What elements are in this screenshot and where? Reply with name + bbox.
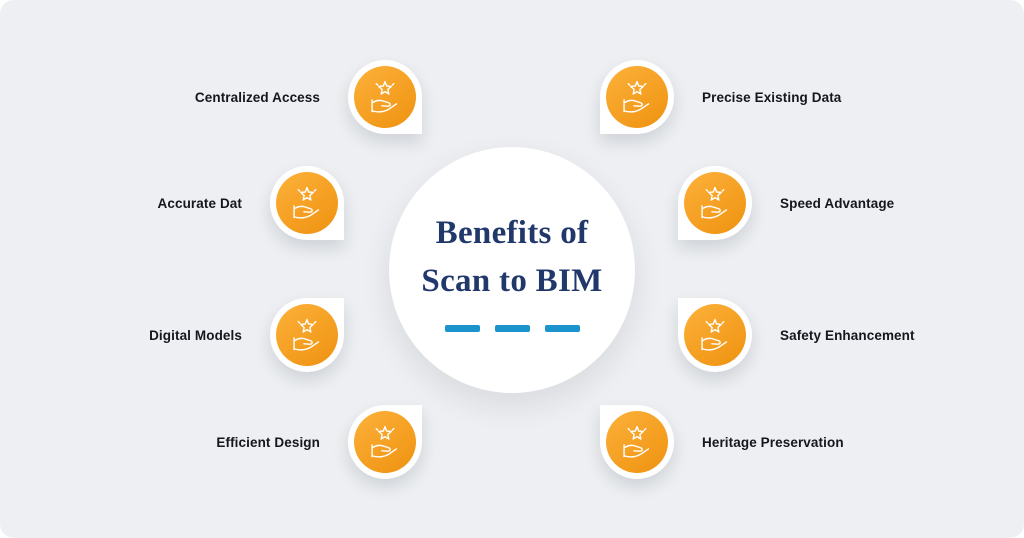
hand-star-icon: [276, 172, 338, 234]
benefit-label: Precise Existing Data: [702, 89, 842, 105]
hand-star-icon: [606, 66, 668, 128]
benefit-label: Heritage Preservation: [702, 434, 844, 450]
benefit-label: Speed Advantage: [780, 195, 895, 211]
benefit-item-safety-enhancement: Safety Enhancement: [678, 298, 915, 372]
benefit-item-heritage-preservation: Heritage Preservation: [600, 405, 844, 479]
benefit-icon-badge: [678, 298, 752, 372]
benefit-icon-badge: [678, 166, 752, 240]
benefit-label: Digital Models: [149, 327, 242, 343]
benefit-label: Accurate Dat: [157, 195, 242, 211]
benefit-icon-badge: [270, 298, 344, 372]
title-dash: [494, 324, 530, 332]
benefit-icon-badge: [348, 60, 422, 134]
hand-star-icon: [684, 172, 746, 234]
benefit-icon-badge: [270, 166, 344, 240]
page-title-line1: Benefits of: [435, 214, 589, 251]
benefit-item-precise-existing-data: Precise Existing Data: [600, 60, 841, 134]
benefit-item-efficient-design: Efficient Design: [216, 405, 422, 479]
hand-star-icon: [276, 304, 338, 366]
benefit-label: Efficient Design: [216, 434, 320, 450]
benefit-icon-badge: [600, 60, 674, 134]
hand-star-icon: [684, 304, 746, 366]
benefit-label: Centralized Access: [194, 89, 320, 105]
hand-star-icon: [354, 411, 416, 473]
benefit-item-speed-advantage: Speed Advantage: [678, 166, 894, 240]
hand-star-icon: [606, 411, 668, 473]
title-dash: [544, 324, 580, 332]
benefit-item-accurate-data: Accurate Dat: [158, 166, 344, 240]
page-title-line2: Scan to BIM: [421, 262, 603, 299]
title-dashes: [444, 324, 580, 332]
benefit-item-centralized-access: Centralized Access: [195, 60, 422, 134]
benefit-icon-badge: [600, 405, 674, 479]
center-title-circle: Benefits of Scan to BIM: [389, 147, 635, 393]
benefit-item-digital-models: Digital Models: [149, 298, 344, 372]
benefit-label: Safety Enhancement: [780, 327, 915, 343]
benefit-icon-badge: [348, 405, 422, 479]
hand-star-icon: [354, 66, 416, 128]
title-dash: [444, 324, 480, 332]
